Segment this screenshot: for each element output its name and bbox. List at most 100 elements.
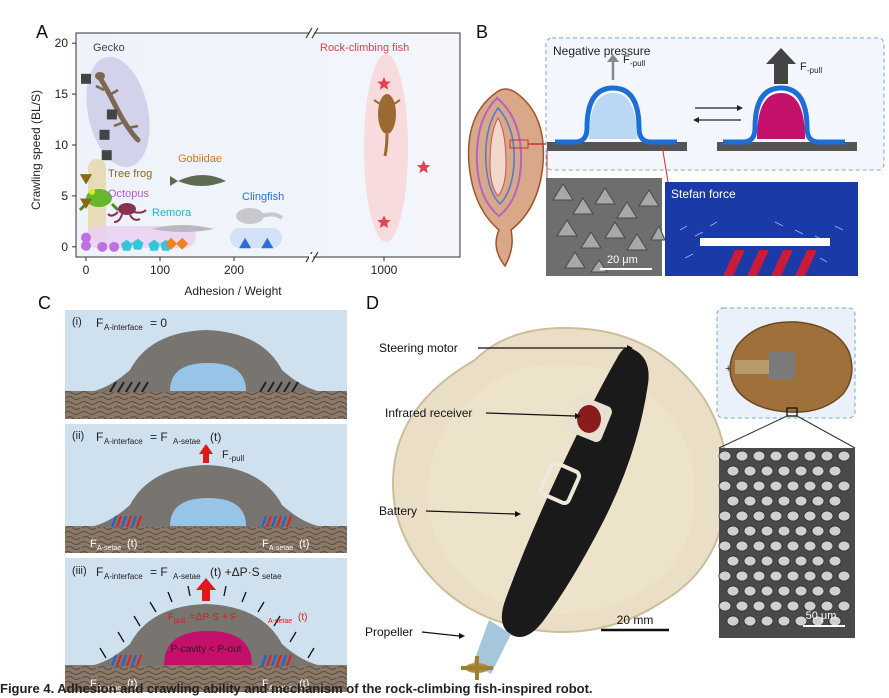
c-iii-cavity-label: P-cavity < P-out xyxy=(171,644,242,655)
c-ii-setae-right-sub: A-setae xyxy=(269,545,293,552)
seta-11-0 xyxy=(726,615,740,627)
zoom-line-right xyxy=(796,415,856,449)
seta-7-3 xyxy=(777,555,791,567)
label-steering-motor: Steering motor xyxy=(379,341,458,355)
c-iii-sub2: A-setae xyxy=(173,572,201,581)
seta-4-7 xyxy=(837,510,851,522)
seta-2-7 xyxy=(837,480,851,492)
stefan-force-label: Stefan force xyxy=(671,187,736,201)
c-iii-setae-right: F xyxy=(262,678,269,690)
seta-4-1 xyxy=(735,510,749,522)
seta-7-1 xyxy=(743,555,757,567)
c-i-f: F xyxy=(96,316,103,330)
label-remora: Remora xyxy=(152,207,192,219)
seta-1-6 xyxy=(828,465,842,477)
y-axis-title: Crawling speed (BL/S) xyxy=(29,90,43,210)
c-ii-setae-left-t: (t) xyxy=(127,538,137,550)
c-i-rhs: = 0 xyxy=(150,316,167,330)
seta-2-5 xyxy=(803,480,817,492)
stefan-plate xyxy=(700,238,830,246)
seta-8-7 xyxy=(837,570,851,582)
point-gecko-1 xyxy=(106,109,117,120)
robot-topview-propeller-mark: + xyxy=(725,363,731,375)
robot-body xyxy=(501,347,649,637)
fpull-left-label: F xyxy=(623,54,630,66)
seta-2-1 xyxy=(735,480,749,492)
y-tick-label-4: 20 xyxy=(55,36,69,50)
gecko-illustration xyxy=(95,72,141,143)
seta-6-1 xyxy=(735,540,749,552)
seta-2-4 xyxy=(786,480,800,492)
seta-11-2 xyxy=(760,615,774,627)
c-iii-red-f: F xyxy=(168,612,174,623)
seta-3-4 xyxy=(794,495,808,507)
seta-0-4 xyxy=(786,450,800,462)
point-gecko-3 xyxy=(101,150,112,161)
seta-1-2 xyxy=(760,465,774,477)
c-iii-index: (iii) xyxy=(72,565,87,577)
c-iii-sub: A-interface xyxy=(104,572,143,581)
seta-5-3 xyxy=(777,525,791,537)
seta-1-0 xyxy=(726,465,740,477)
seta-3-1 xyxy=(743,495,757,507)
c-ii-fpull: F xyxy=(222,449,229,461)
point-rock-climbing-fish-2 xyxy=(377,215,391,228)
seta-0-2 xyxy=(752,450,766,462)
seta-0-6 xyxy=(820,450,834,462)
seta-5-6 xyxy=(828,525,842,537)
seta-10-5 xyxy=(803,600,817,612)
seta-10-2 xyxy=(752,600,766,612)
seta-0-0 xyxy=(718,450,732,462)
point-remora-0 xyxy=(121,239,133,251)
c-iii-setae-right-t: (t) xyxy=(299,678,309,690)
c-iii-setae-left-t: (t) xyxy=(127,678,137,690)
seta-7-0 xyxy=(726,555,740,567)
label-gobiidae: Gobiidae xyxy=(178,153,222,165)
seta-8-3 xyxy=(769,570,783,582)
remora-illustration xyxy=(152,225,214,232)
c-iii-red-t: (t) xyxy=(298,612,307,623)
seta-9-4 xyxy=(794,585,808,597)
seta-9-6 xyxy=(828,585,842,597)
label-rockfish: Rock-climbing fish xyxy=(320,42,409,54)
seta-4-5 xyxy=(803,510,817,522)
point-rock-climbing-fish-1 xyxy=(416,160,431,174)
clingfish-group-blob xyxy=(230,228,282,248)
negative-pressure-title: Negative pressure xyxy=(553,44,651,58)
seta-5-2 xyxy=(760,525,774,537)
seta-9-0 xyxy=(726,585,740,597)
dome-left xyxy=(555,85,677,145)
clingfish-illustration xyxy=(236,208,284,224)
panel-label-b: B xyxy=(476,22,489,42)
point-clingfish-0 xyxy=(239,237,252,249)
seta-7-2 xyxy=(760,555,774,567)
seta-10-3 xyxy=(769,600,783,612)
c-ii-sub2: A-setae xyxy=(173,437,201,446)
seta-2-6 xyxy=(820,480,834,492)
label-octopus: Octopus xyxy=(108,188,149,200)
infrared-receiver-lens xyxy=(577,405,601,433)
c-ii-fpull-arrow xyxy=(203,453,209,463)
seta-8-5 xyxy=(803,570,817,582)
c-iii-substrate xyxy=(65,665,347,692)
x-axis-break xyxy=(305,251,319,263)
point-gecko-0 xyxy=(81,73,91,84)
c-ii-setae-right: F xyxy=(262,538,269,550)
panel-c-i: (i) F A-interface = 0 xyxy=(65,310,347,419)
seta-5-1 xyxy=(743,525,757,537)
c-i-sub: A-interface xyxy=(104,323,143,332)
panel-d-figure: Steering motor Infrared receiver Battery… xyxy=(365,307,856,680)
c-i-body xyxy=(90,330,322,392)
figure-caption: Figure 4. Adhesion and crawling ability … xyxy=(0,681,593,696)
seta-8-0 xyxy=(718,570,732,582)
zoom-line-1 xyxy=(661,144,669,183)
robot-topview-zoom-box xyxy=(786,407,798,417)
c-ii-t: (t) xyxy=(210,430,221,444)
seta-10-0 xyxy=(718,600,732,612)
seta-3-6 xyxy=(828,495,842,507)
c-ii-mid: = F xyxy=(150,430,168,444)
c-ii-setae-right-t: (t) xyxy=(299,538,309,550)
point-gobiidae-0 xyxy=(165,237,178,250)
seta-4-3 xyxy=(769,510,783,522)
